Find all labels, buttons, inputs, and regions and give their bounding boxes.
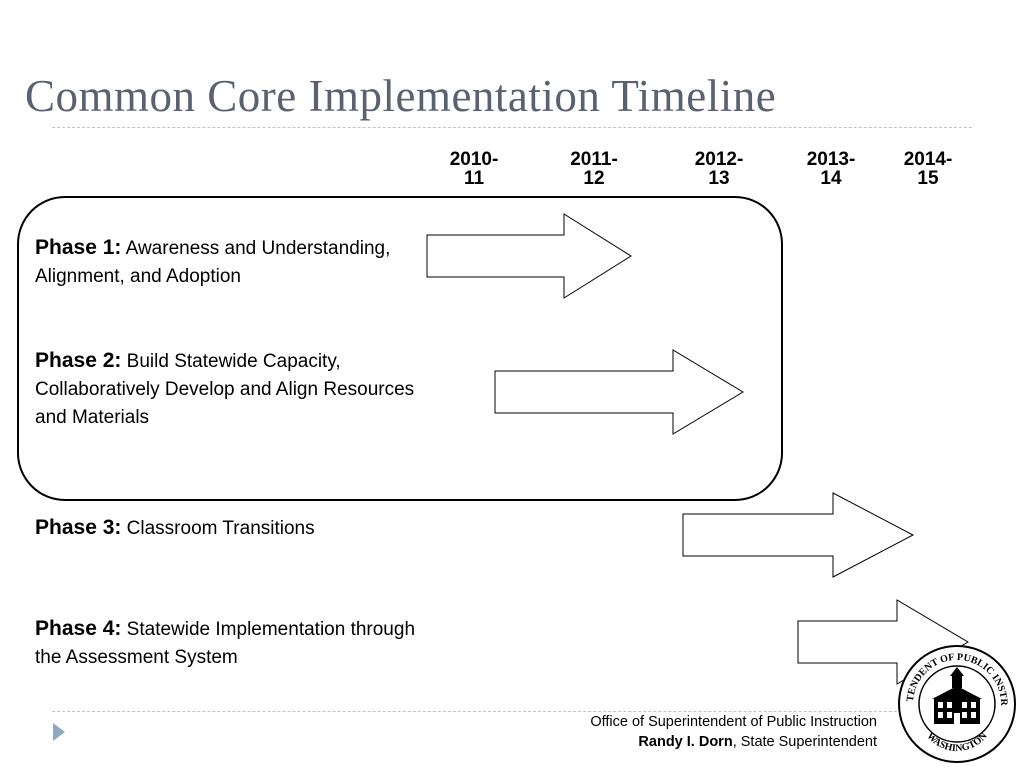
year-2014-15: 2014- 15 — [888, 150, 968, 188]
phase-1-2-group-box — [17, 196, 783, 501]
year-line2: 15 — [917, 168, 939, 189]
year-line1: 2013- — [806, 149, 856, 170]
phase-1-label: Phase 1: — [35, 236, 122, 259]
phase-2-description: Build Statewide Capacity, Collaborativel… — [35, 351, 415, 428]
schoolhouse-seal-icon: SUPERINTENDENT OF PUBLIC INSTRUCTION WAS… — [896, 643, 1016, 763]
bottom-divider — [52, 711, 972, 712]
phase-3-text: Phase 3: Classroom Transitions — [35, 514, 425, 543]
year-line2: 11 — [463, 168, 485, 189]
schoolhouse-icon — [932, 667, 982, 724]
top-divider — [52, 127, 972, 128]
year-line1: 2014- — [903, 149, 953, 170]
phase-2-text: Phase 2: Build Statewide Capacity, Colla… — [35, 347, 425, 432]
year-line1: 2012- — [694, 149, 744, 170]
year-line2: 12 — [583, 168, 605, 189]
year-line2: 14 — [820, 168, 842, 189]
phase-2-arrow — [494, 349, 744, 435]
footer-superintendent-role: , State Superintendent — [732, 734, 877, 750]
phase-1-description: Awareness and Understanding, Alignment, … — [35, 238, 391, 287]
footer-superintendent-name: Randy I. Dorn — [638, 734, 733, 750]
footer-office: Office of Superintendent of Public Instr… — [590, 714, 877, 730]
year-line1: 2010- — [449, 149, 499, 170]
year-2010-11: 2010- 11 — [434, 150, 514, 188]
slide-title: Common Core Implementation Timeline — [25, 71, 777, 121]
phase-4-text: Phase 4: Statewide Implementation throug… — [35, 615, 425, 672]
triangle-right-icon — [53, 723, 65, 741]
phase-1-arrow — [426, 213, 632, 299]
phase-1-text: Phase 1: Awareness and Understanding, Al… — [35, 234, 425, 291]
year-2012-13: 2012- 13 — [679, 150, 759, 188]
phase-3-arrow — [682, 492, 915, 578]
phase-3-description: Classroom Transitions — [126, 518, 315, 539]
footer-superintendent: Randy I. Dorn, State Superintendent — [638, 734, 877, 750]
year-line1: 2011- — [570, 149, 618, 170]
phase-4-label: Phase 4: — [35, 617, 122, 640]
year-2011-12: 2011- 12 — [554, 150, 634, 188]
phase-4-description: Statewide Implementation through the Ass… — [35, 619, 416, 668]
phase-2-label: Phase 2: — [35, 349, 122, 372]
phase-3-label: Phase 3: — [35, 516, 122, 539]
year-line2: 13 — [708, 168, 730, 189]
year-2013-14: 2013- 14 — [791, 150, 871, 188]
